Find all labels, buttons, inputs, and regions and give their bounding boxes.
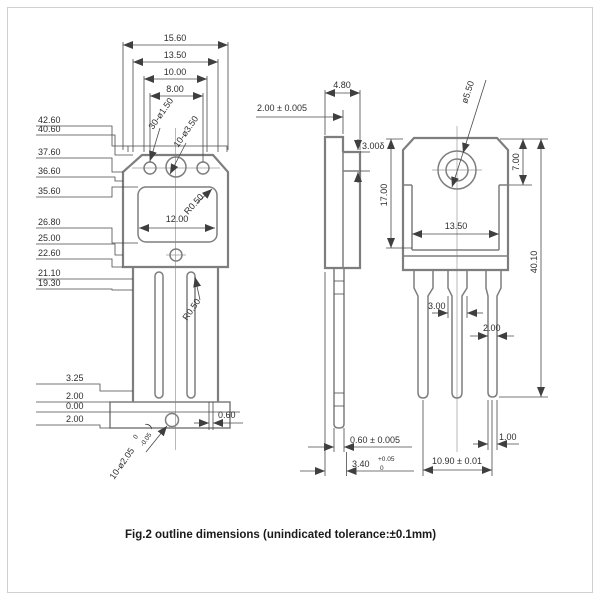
back-view-dimensions: ø5.50 7.00 40.10 17.00 13.50 3.00 2.00 1… [379, 80, 548, 474]
dim-10-00: 10.00 [164, 67, 187, 77]
dim-26-80: 26.80 [38, 217, 61, 227]
dim-12-00: 12.00 [166, 214, 189, 224]
front-left-dimensions: 42.60 40.60 37.60 36.60 35.60 26.80 25.0… [36, 115, 138, 291]
side-pin [333, 268, 345, 429]
callout-small-holes: 30-ø1.50 [146, 96, 175, 131]
back-view [401, 126, 510, 476]
dim-3-40: 3.40 [352, 459, 370, 469]
front-leg-slot-1 [154, 271, 164, 399]
dim-0-00: 0.00 [66, 401, 84, 411]
dim-15-60: 15.60 [164, 33, 187, 43]
dim-4-80: 4.80 [333, 80, 351, 90]
back-pin-left [413, 270, 434, 399]
dim-22-60: 22.60 [38, 248, 61, 258]
callout-pin-dia-sup: 0 [132, 433, 140, 440]
side-view-dimensions: 4.80 2.00 ± 0.005 3.00δ 0.60 ± 0.005 3.4… [256, 80, 414, 476]
dim-2-00-tol: 2.00 ± 0.005 [257, 103, 307, 113]
dim-0-60-tol: 0.60 ± 0.005 [350, 435, 400, 445]
front-hole-callouts: 30-ø1.50 10-ø3.50 R0.50 R0.50 [146, 96, 213, 322]
back-pin-right [485, 270, 502, 398]
front-tab-offset-dim: 0.60 [194, 402, 243, 430]
front-dimple [169, 248, 183, 262]
page-border [7, 7, 593, 593]
front-recess-dim: 12.00 [139, 214, 215, 232]
front-pin-dia-callout: 10-ø2.05 0 -0.05 ) [107, 421, 168, 481]
front-datum-dimensions: 3.25 2.00 0.00 2.00 [36, 373, 240, 429]
dim-hole-dia: ø5.50 [459, 80, 476, 105]
dim-37-60: 37.60 [38, 147, 61, 157]
dim-2-00-lower: 2.00 [66, 414, 84, 424]
dim-13-50: 13.50 [164, 50, 187, 60]
front-view [109, 128, 231, 450]
front-leg-slot-2 [186, 271, 196, 399]
dim-36-60: 36.60 [38, 166, 61, 176]
dim-1-00: 1.00 [499, 432, 517, 442]
callout-recess-radius: R0.50 [182, 192, 206, 217]
dim-3-00-step: 3.00δ [362, 141, 385, 151]
dim-7-00: 7.00 [511, 153, 521, 171]
dim-25-00: 25.00 [38, 233, 61, 243]
front-top-dimensions: 15.60 13.50 10.00 8.00 [122, 33, 229, 162]
dim-40-60: 40.60 [38, 124, 61, 134]
dim-3-40-sup: +0.05 [378, 456, 395, 463]
dim-42-60: 42.60 [38, 115, 61, 125]
dim-19-30: 19.30 [38, 278, 61, 288]
dim-10-90: 10.90 ± 0.01 [432, 456, 482, 466]
figure-caption: Fig.2 outline dimensions (unindicated to… [125, 529, 436, 541]
back-pin-middle [447, 270, 468, 399]
back-body-outline [401, 136, 510, 272]
dim-35-60: 35.60 [38, 186, 61, 196]
front-hole-center [165, 156, 187, 178]
front-recess [137, 186, 218, 243]
callout-leg-radius: R0.50 [180, 297, 202, 322]
dim-0-60: 0.60 [218, 410, 236, 420]
back-mounting-hole [437, 150, 477, 190]
side-view [323, 135, 362, 429]
dim-2-00-upper: 2.00 [66, 391, 84, 401]
front-pin-section [164, 412, 180, 428]
dim-2-00: 2.00 [483, 323, 501, 333]
front-tab-edge [127, 145, 228, 152]
callout-pin-dia-paren: ) [144, 421, 154, 429]
dim-40-10: 40.10 [529, 251, 539, 274]
dim-3-40-sub: 0 [380, 465, 384, 472]
dim-13-50-inner: 13.50 [445, 221, 468, 231]
front-tie-bar [109, 401, 231, 429]
dim-8-00: 8.00 [166, 84, 184, 94]
dim-3-25: 3.25 [66, 373, 84, 383]
callout-pin-dia: 10-ø2.05 [107, 446, 136, 481]
dim-3-00: 3.00 [428, 301, 446, 311]
dim-17-00: 17.00 [379, 184, 389, 207]
dim-21-10: 21.10 [38, 268, 61, 278]
